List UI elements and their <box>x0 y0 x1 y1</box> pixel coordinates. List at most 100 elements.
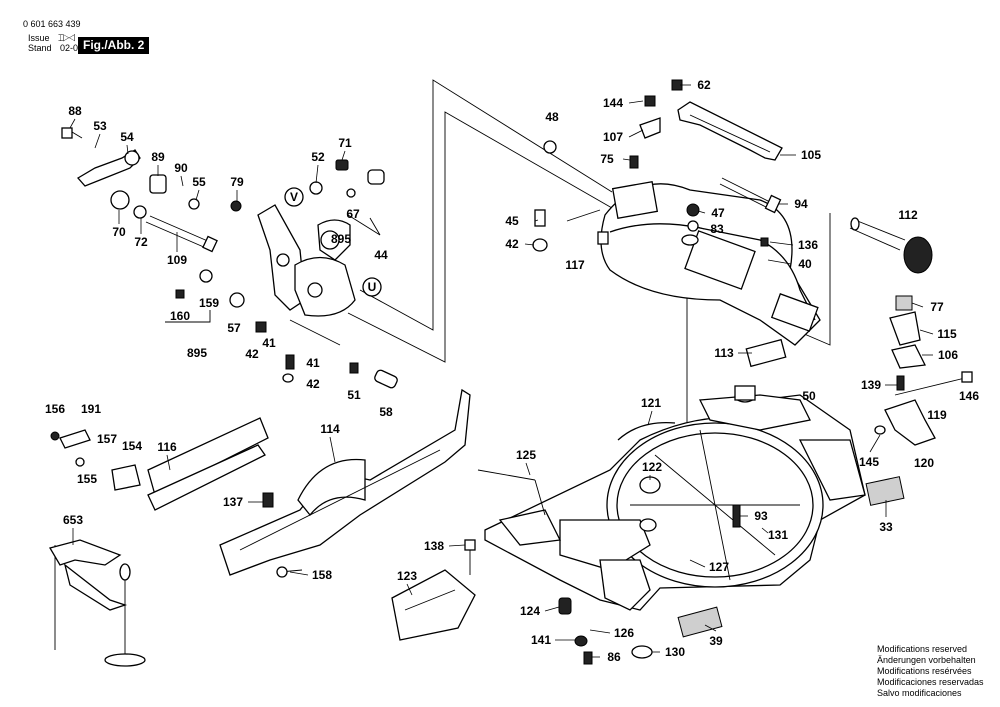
bevel-assembly <box>257 204 356 317</box>
fence-116 <box>147 417 269 511</box>
upper-arm-assembly <box>597 181 821 346</box>
bolt-146 <box>894 371 973 396</box>
callout: 116 <box>157 440 177 454</box>
callout: 121 <box>641 396 661 410</box>
pad-113 <box>745 338 787 368</box>
callout: 50 <box>802 389 816 403</box>
callout: 145 <box>859 455 879 469</box>
modifications-line: Modificaciones reservadas <box>877 677 984 687</box>
part-number: 0 601 663 439 <box>23 19 81 29</box>
callout: 112 <box>898 208 918 222</box>
callout: 75 <box>600 152 614 166</box>
callout: 71 <box>338 136 352 150</box>
callout: 117 <box>565 258 585 272</box>
bolt-86 <box>583 651 593 665</box>
modifications-line: Salvo modificaciones <box>877 688 962 698</box>
callout: 86 <box>607 650 621 664</box>
callout: 107 <box>603 130 623 144</box>
callout: 105 <box>801 148 821 162</box>
handle-54 <box>76 149 141 187</box>
callout: 126 <box>614 626 634 640</box>
issue-label: Issue <box>28 33 50 43</box>
bolt-94 <box>719 177 782 214</box>
hold-down-clamp-653 <box>49 539 146 667</box>
callout: 895 <box>331 232 351 246</box>
callout: 39 <box>709 634 723 648</box>
leader-lines <box>69 84 934 658</box>
callout: 42 <box>306 377 320 391</box>
fence-114 <box>219 388 471 576</box>
knob-112 <box>849 217 933 274</box>
modifications-line: Modifications resérvées <box>877 666 972 676</box>
callout: 44 <box>374 248 388 262</box>
modifications-line: Modifications reserved <box>877 644 968 654</box>
callout: 115 <box>937 327 957 341</box>
callout: 94 <box>794 197 808 211</box>
group-brackets <box>165 214 381 323</box>
foot-130 <box>631 645 653 659</box>
callout: 79 <box>230 175 244 189</box>
foot-124 <box>558 597 572 615</box>
callout: 895 <box>187 346 207 360</box>
nut-141 <box>574 635 588 647</box>
svg-text:V: V <box>290 190 298 204</box>
label-39 <box>677 606 723 638</box>
callout: 109 <box>167 253 187 267</box>
callout: 88 <box>68 104 82 118</box>
callout: 48 <box>545 110 559 124</box>
pad-123 <box>391 569 476 641</box>
callout: 93 <box>754 509 768 523</box>
bolt-137 <box>262 492 274 508</box>
callout: 40 <box>798 257 812 271</box>
callout: 154 <box>122 439 142 453</box>
callout: 160 <box>170 309 190 323</box>
callout: 72 <box>134 235 148 249</box>
figure-badge: Fig./Abb. 2 <box>78 37 150 54</box>
callout: 141 <box>531 633 551 647</box>
bevel-lock <box>874 399 936 446</box>
callout: 114 <box>320 422 340 436</box>
svg-text:U: U <box>368 280 377 294</box>
marker-v: V <box>284 187 304 207</box>
callout: 120 <box>914 456 934 470</box>
nut-70 <box>110 190 130 210</box>
marker-u: U <box>362 277 382 297</box>
callout: 77 <box>930 300 944 314</box>
callout: 113 <box>714 346 734 360</box>
callout: 146 <box>959 389 979 403</box>
callout: 653 <box>63 513 83 527</box>
callout: 137 <box>223 495 243 509</box>
hex-key-125 <box>477 469 546 516</box>
callout: 53 <box>93 119 107 133</box>
callout: 54 <box>120 130 134 144</box>
callout: 155 <box>77 472 97 486</box>
callout: 83 <box>710 222 724 236</box>
callout: 157 <box>97 432 117 446</box>
callout: 139 <box>861 378 881 392</box>
callout: 52 <box>311 150 325 164</box>
callout: 127 <box>709 560 729 574</box>
blade-guard-cover <box>677 101 783 161</box>
callout: 58 <box>379 405 393 419</box>
washers <box>133 79 769 389</box>
callout: 42 <box>245 347 259 361</box>
fence-clamp-parts <box>50 429 141 491</box>
callout: 67 <box>346 207 360 221</box>
callout: 125 <box>516 448 536 462</box>
callout: 122 <box>642 460 662 474</box>
rod-109 <box>145 215 218 253</box>
callout: 156 <box>45 402 65 416</box>
modifications-notice: Modifications reserved Änderungen vorbeh… <box>877 644 984 699</box>
knob-89 <box>149 174 167 194</box>
callout: 138 <box>424 539 444 553</box>
callout: 41 <box>306 356 320 370</box>
callout: 106 <box>938 348 958 362</box>
callout: 41 <box>262 336 276 350</box>
modifications-line: Änderungen vorbehalten <box>877 655 976 665</box>
issue-symbol: ⌶▷◁ <box>58 33 76 43</box>
callout: 57 <box>227 321 241 335</box>
callout: 70 <box>112 225 126 239</box>
callout: 159 <box>199 296 219 310</box>
callout: 89 <box>151 150 165 164</box>
